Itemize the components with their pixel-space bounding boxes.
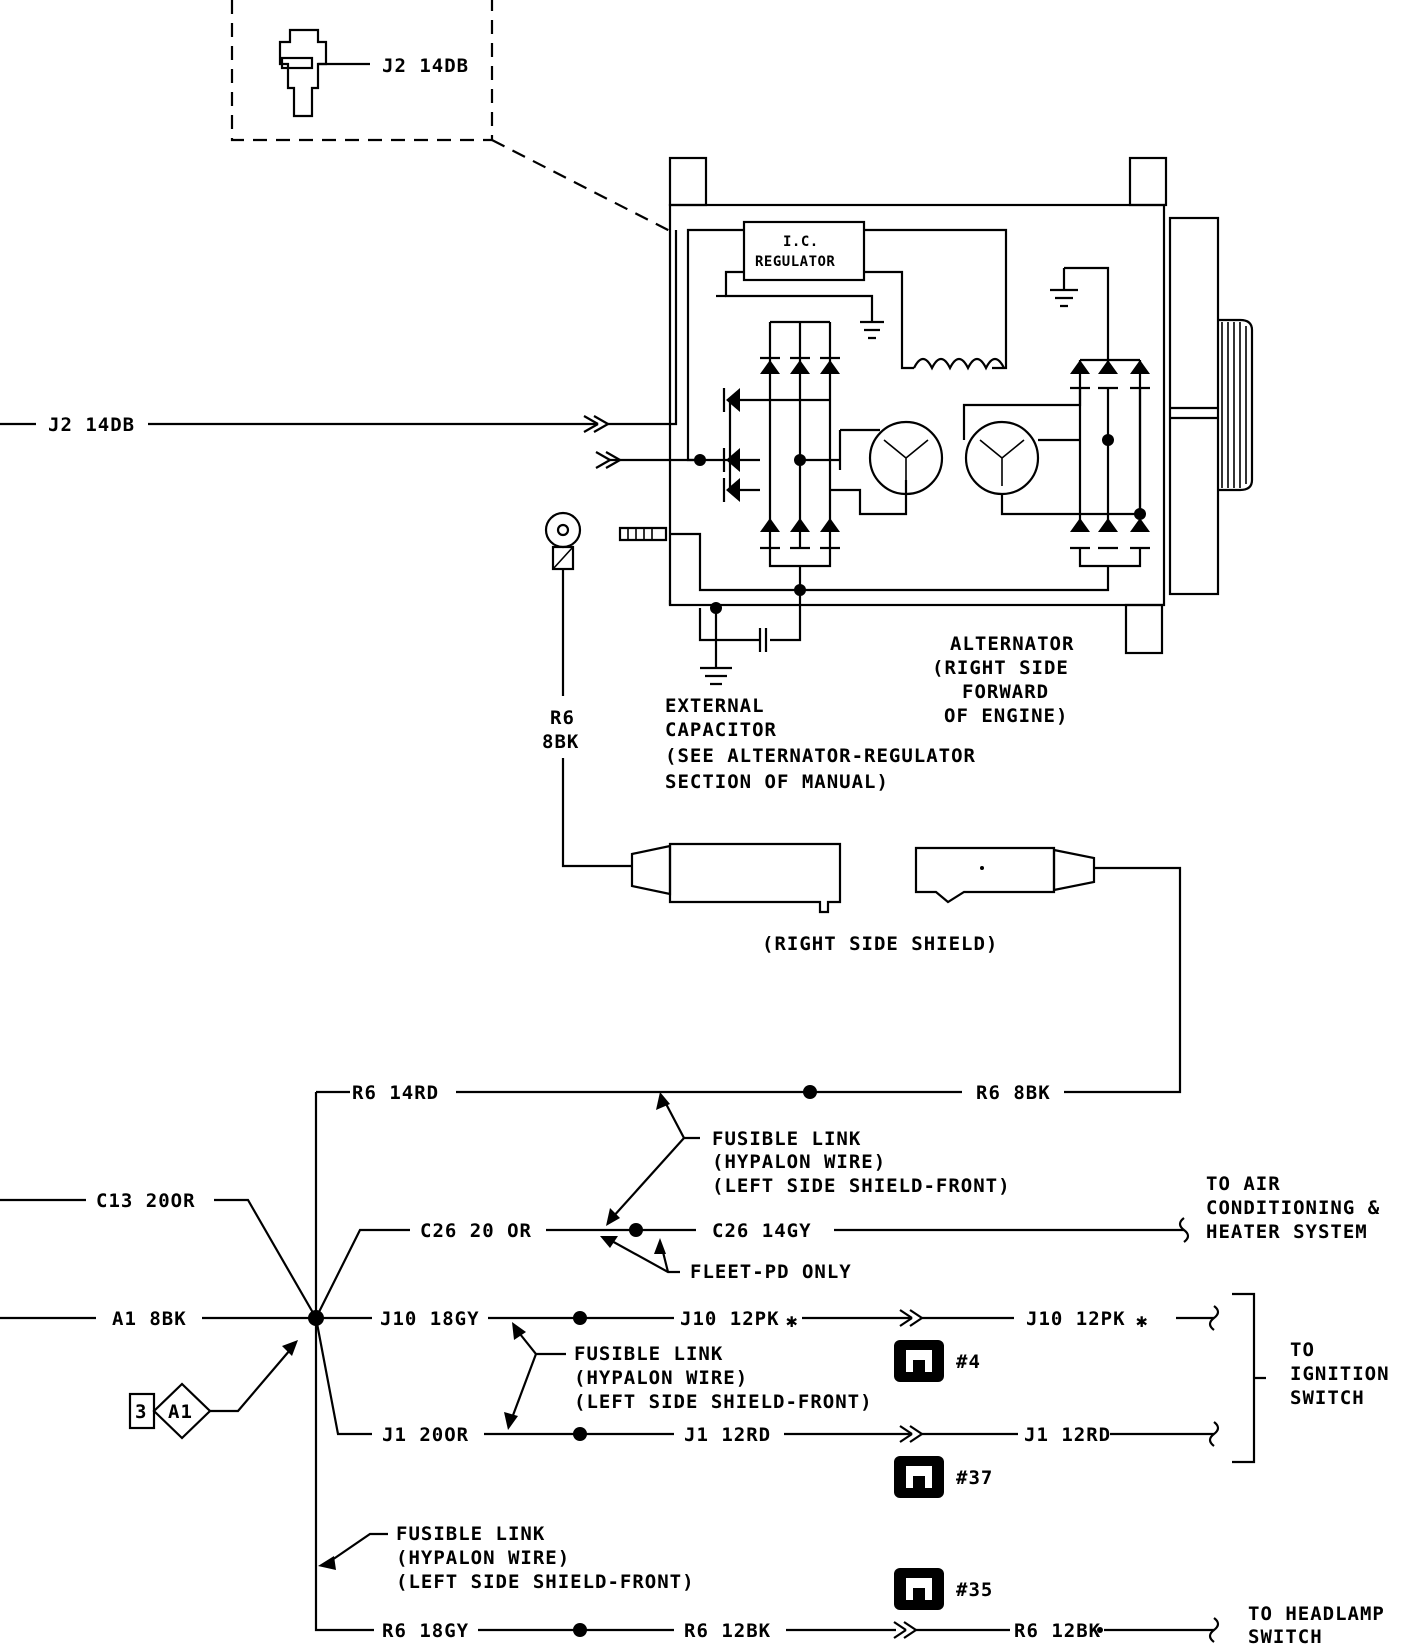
ignition-label-3: SWITCH (1290, 1387, 1365, 1409)
j1-20-label: J1 20OR (382, 1424, 469, 1446)
r6-14rd-label: R6 14RD (352, 1082, 439, 1104)
capacitor-label-3: (SEE ALTERNATOR-REGULATOR (665, 745, 976, 767)
external-capacitor-icon (698, 590, 802, 660)
stator-left-icon (868, 420, 944, 496)
connector-4-label: #4 (956, 1351, 981, 1373)
air-label-3: HEATER SYSTEM (1206, 1221, 1368, 1243)
alternator-label-2: (RIGHT SIDE (932, 657, 1069, 679)
capacitor-label-2: CAPACITOR (665, 719, 777, 741)
inset-terminal-icon (278, 28, 328, 118)
j10-star-a: ✱ (786, 1310, 798, 1332)
c26-14-label: C26 14GY (712, 1220, 812, 1242)
j1-12b-label: J1 12RD (1024, 1424, 1111, 1446)
r6-8bk-label: R6 8BK (976, 1082, 1051, 1104)
connector-4-icon (894, 1340, 944, 1382)
r6-12b-label: R6 12BK (1014, 1620, 1101, 1642)
rectifier-right (800, 358, 1150, 592)
c13-label: C13 20OR (96, 1190, 196, 1212)
regulator-label-2: REGULATOR (755, 254, 835, 270)
inset-detail: J2 14DB (230, 0, 673, 233)
fusible-link-mid-1: FUSIBLE LINK (574, 1343, 723, 1365)
shield-connector-right (914, 846, 1096, 904)
j10-12a-label: J10 12PK (680, 1308, 780, 1330)
j1-12a-label: J1 12RD (684, 1424, 771, 1446)
fusible-link-mid-2: (HYPALON WIRE) (574, 1367, 748, 1389)
r6-18-label: R6 18GY (382, 1620, 469, 1642)
ring-terminal-icon (544, 511, 582, 571)
fusible-link-top-2: (HYPALON WIRE) (712, 1151, 886, 1173)
connector-37-label: #37 (956, 1467, 993, 1489)
ignition-label-2: IGNITION (1290, 1363, 1390, 1385)
c26-20-label: C26 20 OR (420, 1220, 532, 1242)
fleet-label: FLEET-PD ONLY (690, 1261, 852, 1283)
shield-connector-left (630, 842, 842, 914)
connector-35-icon (894, 1568, 944, 1610)
j2-field-wire-label: J2 14DB (48, 414, 135, 436)
alternator: I.C. REGULATOR (595, 156, 1254, 686)
fusible-link-top-1: FUSIBLE LINK (712, 1128, 861, 1150)
shield-label: (RIGHT SIDE SHIELD) (762, 933, 998, 955)
r6-ring-label-1: R6 (550, 707, 575, 729)
fusible-link-top-3: (LEFT SIDE SHIELD-FRONT) (712, 1175, 1011, 1197)
j10-12b-label: J10 12PK (1026, 1308, 1126, 1330)
fusible-link-bottom-2: (HYPALON WIRE) (396, 1547, 570, 1569)
r6-ring-label-2: 8BK (542, 731, 579, 753)
ref-tag-number: 3 (135, 1401, 147, 1423)
pulley-icon (1168, 216, 1254, 596)
inset-label: J2 14DB (382, 55, 469, 77)
alternator-label-3: FORWARD (962, 681, 1049, 703)
capacitor-label-1: EXTERNAL (665, 695, 765, 717)
ignition-label-1: TO (1290, 1339, 1315, 1361)
fusible-link-bottom-1: FUSIBLE LINK (396, 1523, 545, 1545)
air-label-2: CONDITIONING & (1206, 1197, 1380, 1219)
ground-icon-capacitor (700, 660, 732, 686)
connector-37-icon (894, 1456, 944, 1498)
a1-label: A1 8BK (112, 1308, 187, 1330)
fusible-link-mid-3: (LEFT SIDE SHIELD-FRONT) (574, 1391, 873, 1413)
alternator-label-1: ALTERNATOR (950, 633, 1074, 655)
output-stud-icon (618, 526, 668, 542)
r6-12a-label: R6 12BK (684, 1620, 771, 1642)
capacitor-label-4: SECTION OF MANUAL) (665, 771, 889, 793)
ground-icon-regulator (860, 320, 884, 340)
ic-regulator (742, 220, 866, 282)
fusible-link-bottom-3: (LEFT SIDE SHIELD-FRONT) (396, 1571, 695, 1593)
headlamp-label-1: TO HEADLAMP (1248, 1603, 1385, 1625)
ref-tag-code: A1 (168, 1401, 193, 1423)
regulator-label-1: I.C. (783, 234, 819, 250)
j10-18-label: J10 18GY (380, 1308, 480, 1330)
j10-star-b: ✱ (1136, 1310, 1148, 1332)
headlamp-label-2: SWITCH (1248, 1626, 1323, 1646)
connector-35-label: #35 (956, 1579, 993, 1601)
rectifier-left (595, 320, 908, 590)
alternator-label-4: OF ENGINE) (944, 705, 1068, 727)
ground-icon-top-right (1050, 268, 1078, 308)
stator-right-icon (964, 420, 1040, 496)
field-coil-icon (913, 357, 1005, 371)
air-label-1: TO AIR (1206, 1173, 1281, 1195)
